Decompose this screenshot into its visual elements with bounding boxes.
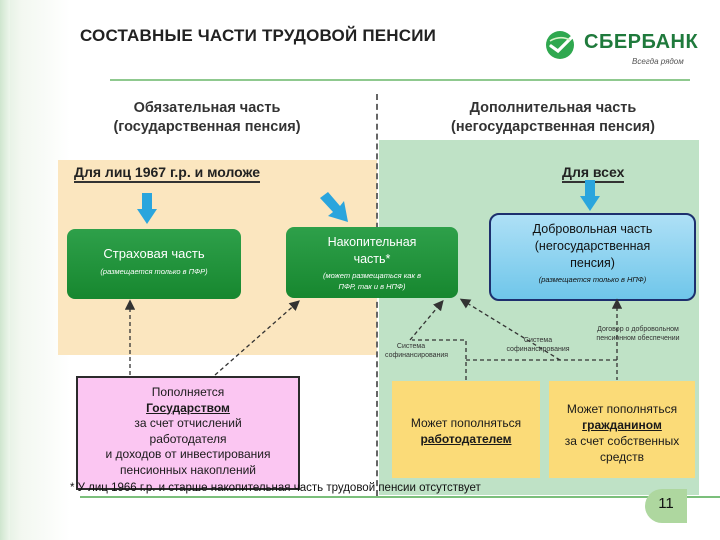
down-arrow-icon xyxy=(580,180,600,211)
state-line2: за счет отчислений xyxy=(134,416,242,430)
state-emphasis: Государством xyxy=(146,400,230,415)
employer-citizen-join xyxy=(466,359,618,380)
state-line5: пенсионных накоплений xyxy=(120,462,256,477)
citizen-line3: средств xyxy=(600,450,644,464)
cofinancing-label-2-line2: софинансирования xyxy=(506,346,570,353)
state-line3: работодателя xyxy=(149,431,227,446)
additional-part-heading: Дополнительная часть (негосударственная … xyxy=(408,99,698,137)
state-line4: и доходов от инвестирования xyxy=(105,447,271,461)
diagonal-arrow-icon xyxy=(320,192,348,222)
page-title: СОСТАВНЫЕ ЧАСТИ ТРУДОВОЙ ПЕНСИИ xyxy=(80,26,437,45)
voluntary-contract-label-line2: пенсионном обеспечении xyxy=(596,335,680,342)
mandatory-heading-line1: Обязательная часть xyxy=(133,100,281,116)
mandatory-part-heading: Обязательная часть (государственная пенс… xyxy=(68,99,346,137)
voluntary-contract-label-line1: Договор о добровольном xyxy=(597,326,679,333)
down-arrow-icon xyxy=(137,193,157,224)
employer-line1: Может пополняться xyxy=(410,416,522,430)
cofinancing-label-1-line2: софинансирования xyxy=(385,352,449,359)
cofinancing-label-1-line1: Система xyxy=(396,343,426,350)
citizen-line2: за счет собственных xyxy=(564,434,680,448)
additional-heading-line1: Дополнительная часть xyxy=(469,100,637,116)
state-funding-box: Пополняется Государством за счет отчисле… xyxy=(76,376,300,490)
funded-part-title-line1: Накопительная xyxy=(327,235,417,249)
insurance-part-note: (размещается только в ПФР) xyxy=(100,267,208,276)
mandatory-eligibility: Для лиц 1967 г.р. и моложе xyxy=(74,164,261,183)
funded-part-note-line2: ПФР, так и в НПФ) xyxy=(338,282,406,291)
funded-part-note-line1: (может размещаться как в xyxy=(322,271,422,280)
citizen-funding-box: Может пополняться гражданином за счет со… xyxy=(549,381,695,478)
voluntary-part-title-line3: пенсия) xyxy=(570,256,615,270)
citizen-emphasis: гражданином xyxy=(582,418,662,432)
voluntary-part-note: (размещается только в НПФ) xyxy=(538,275,647,284)
logo-name: СБЕРБАНК xyxy=(584,31,699,53)
additional-heading-line2: (негосударственная пенсия) xyxy=(451,119,655,135)
cofinancing-label-1: Система софинансирования xyxy=(385,342,449,360)
footer-rule xyxy=(80,496,720,498)
cofinancing-label-2: Система софинансирования xyxy=(498,336,578,354)
insurance-part-box: Страховая часть (размещается только в ПФ… xyxy=(67,229,241,299)
state-line1: Пополняется xyxy=(151,385,225,399)
sberbank-logo-icon xyxy=(546,31,574,59)
citizen-line1: Может пополняться xyxy=(566,402,678,416)
cofin2-to-funded-connector xyxy=(459,298,561,361)
footnote: * У лиц 1966 г.р. и старше накопительная… xyxy=(70,482,481,494)
funded-part-title-line2: часть* xyxy=(353,252,391,266)
cofin-to-funded-connector xyxy=(409,300,444,341)
voluntary-part-title-line2: (негосударственная xyxy=(534,239,651,253)
employer-funding-box: Может пополняться работодателем xyxy=(392,381,540,478)
voluntary-part-title-line1: Добровольная часть xyxy=(532,222,653,236)
state-to-funded-connector xyxy=(214,300,300,376)
voluntary-contract-label: Договор о добровольном пенсионном обеспе… xyxy=(583,325,693,343)
mandatory-heading-line2: (государственная пенсия) xyxy=(113,119,301,135)
funded-part-box: Накопительная часть* (может размещаться … xyxy=(286,227,458,298)
header-rule xyxy=(110,79,690,81)
decorative-left-strip xyxy=(0,0,10,540)
insurance-part-title: Страховая часть xyxy=(103,246,205,261)
cofinancing-label-2-line1: Система xyxy=(523,337,553,344)
page-number: 11 xyxy=(645,489,687,523)
voluntary-part-box: Добровольная часть (негосударственная пе… xyxy=(489,213,696,301)
employer-emphasis: работодателем xyxy=(420,431,512,446)
logo-tagline: Всегда рядом xyxy=(632,57,684,66)
